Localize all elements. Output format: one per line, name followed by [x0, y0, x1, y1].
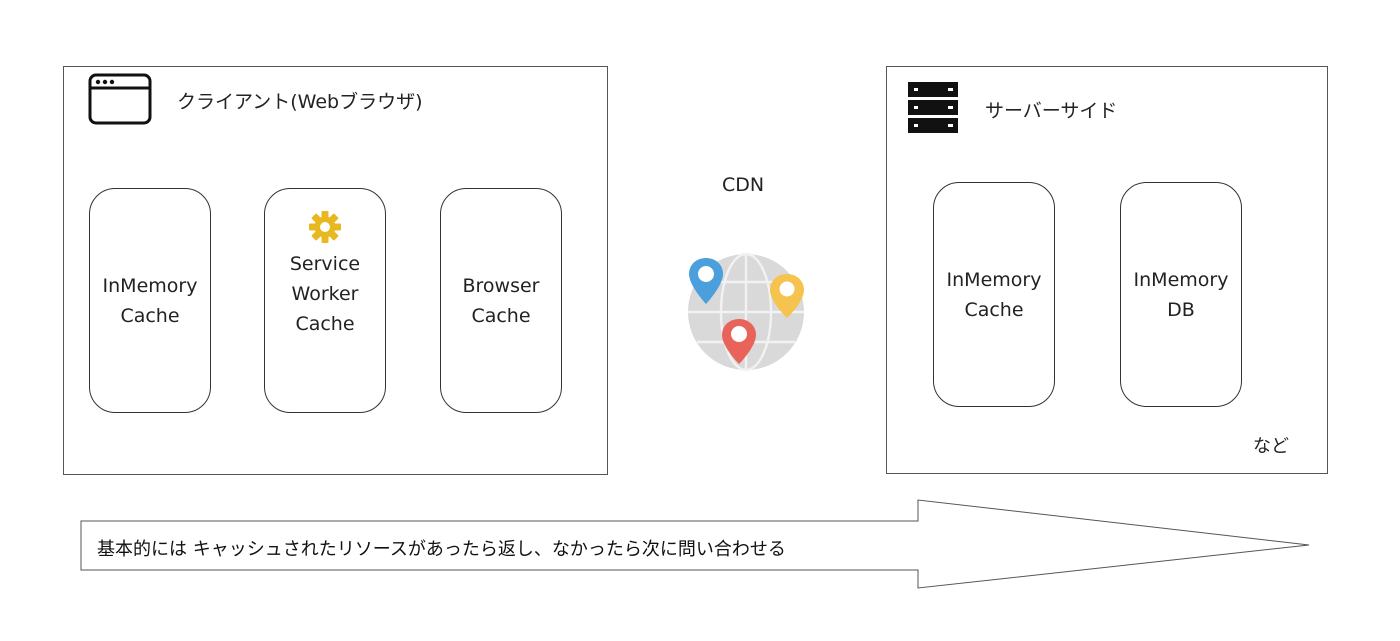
- client-inmemory-cache-card: InMemory Cache: [89, 188, 211, 413]
- server-icon: [908, 82, 960, 138]
- server-inmemory-db-label: InMemory DB: [1133, 268, 1229, 321]
- service-worker-cache-label: Service Worker Cache: [289, 253, 361, 335]
- browser-cache-card: Browser Cache: [440, 188, 562, 413]
- server-inmemory-cache-card: InMemory Cache: [933, 182, 1055, 407]
- gear-icon: [307, 209, 343, 245]
- flow-description: 基本的には キャッシュされたリソースがあったら返し、なかったら次に問い合わせる: [97, 539, 786, 560]
- server-inmemory-db-card: InMemory DB: [1120, 182, 1242, 407]
- service-worker-cache-card: Service Worker Cache: [264, 188, 386, 413]
- server-title: サーバーサイド: [985, 100, 1118, 122]
- server-inmemory-cache-label: InMemory Cache: [946, 268, 1042, 321]
- server-panel: サーバーサイド InMemory Cache InMemory DB など: [886, 66, 1328, 474]
- cdn-label: CDN: [722, 174, 765, 196]
- etc-note: など: [1253, 436, 1289, 457]
- client-title: クライアント(Webブラウザ): [177, 91, 423, 113]
- client-inmemory-cache-label: InMemory Cache: [102, 274, 198, 327]
- browser-window-icon: [88, 73, 152, 129]
- browser-cache-label: Browser Cache: [462, 274, 540, 327]
- client-panel: クライアント(Webブラウザ) InMemory Cache: [63, 66, 608, 475]
- globe-with-pins-icon: [683, 252, 809, 378]
